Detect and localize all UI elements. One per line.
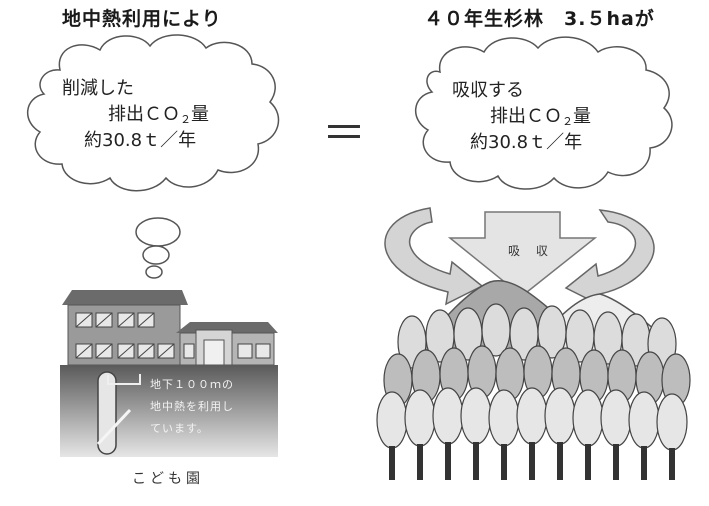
left-cloud-line1: 削減した xyxy=(62,78,134,99)
right-title: ４０年生杉林 3.５haが xyxy=(424,8,655,30)
thought-bubbles xyxy=(135,217,181,279)
left-thought-cloud xyxy=(26,34,280,192)
right-cloud-line1: 吸収する xyxy=(452,80,524,101)
right-thought-cloud xyxy=(414,36,673,190)
left-cloud-line3: 約30.8ｔ／年 xyxy=(84,130,197,151)
absorb-label: 吸 収 xyxy=(508,244,554,258)
kindergarten-building xyxy=(62,290,278,366)
ground-text-line1: 地下１００ｍの xyxy=(150,378,234,391)
kindergarten-caption: こども園 xyxy=(132,471,204,487)
left-cloud-line2: 排出ＣＯ２量 xyxy=(108,104,209,126)
ground-text-line2: 地中熱を利用し xyxy=(150,400,234,413)
equals-sign: ＝ xyxy=(322,108,366,159)
ground-section xyxy=(60,365,278,457)
forest xyxy=(376,303,691,480)
left-title: 地中熱利用により xyxy=(62,8,222,30)
ground-text-line3: ています。 xyxy=(150,422,209,435)
geothermal-pipe xyxy=(96,371,141,455)
right-cloud-line3: 約30.8ｔ／年 xyxy=(470,132,583,153)
absorb-arrow xyxy=(447,211,598,297)
right-cloud-line2: 排出ＣＯ２量 xyxy=(490,106,591,128)
